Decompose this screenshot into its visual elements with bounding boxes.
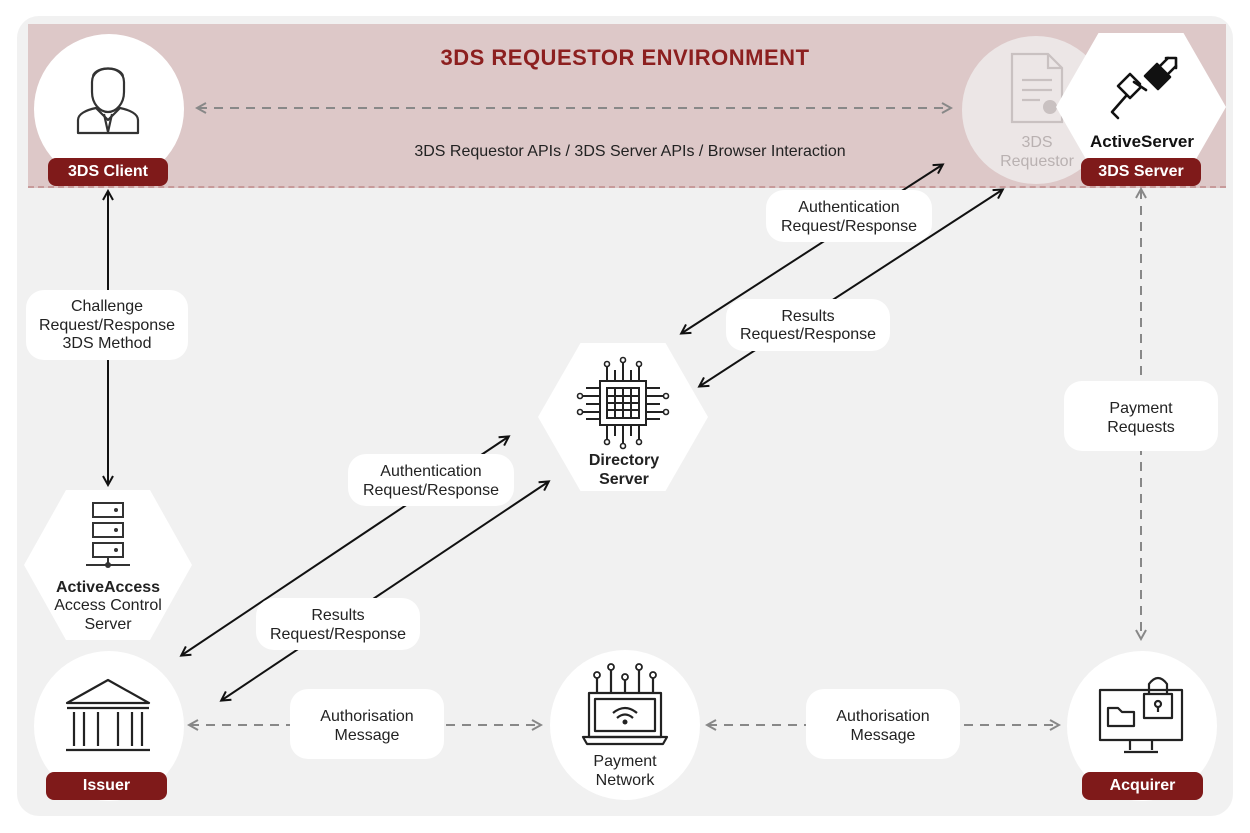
authorisation-left-label-2: Message [334, 727, 400, 744]
authorisation-right-pill [806, 689, 960, 759]
challenge-label-1: Challenge [70, 298, 144, 315]
results-top-pill [726, 299, 890, 351]
requestor-label-1: 3DS [1021, 134, 1053, 151]
results-low-label-2: Request/Response [269, 626, 407, 643]
results-top-label-1: Results [781, 308, 835, 325]
payment-requests-pill [1064, 381, 1218, 451]
acs-label-3: Server [84, 616, 132, 633]
auth-top-pill [766, 190, 932, 242]
auth-top-label-2: Request/Response [780, 218, 918, 235]
results-low-label-1: Results [311, 607, 365, 624]
auth-low-label-2: Request/Response [362, 482, 500, 499]
server-name: ActiveServer [1090, 132, 1194, 151]
auth-low-label-1: Authentication [380, 463, 482, 480]
directory-label-2: Server [599, 471, 649, 488]
acs-label-2: Access Control [54, 597, 162, 614]
band-caption: 3DS Requestor APIs / 3DS Server APIs / B… [414, 143, 846, 160]
payment-requests-label-1: Payment [1109, 400, 1173, 417]
authorisation-left-label-1: Authorisation [320, 708, 414, 725]
issuer-badge: Issuer [46, 772, 167, 800]
environment-title: 3DS REQUESTOR ENVIRONMENT [440, 45, 810, 70]
challenge-pill [26, 290, 188, 360]
network-label-2: Network [595, 772, 655, 789]
auth-low-pill [348, 454, 514, 506]
client-badge: 3DS Client [48, 158, 168, 186]
authorisation-right-label-2: Message [850, 727, 916, 744]
authorisation-left-pill [290, 689, 444, 759]
server-node [1056, 33, 1226, 181]
requestor-label-2: Requestor [1000, 153, 1074, 170]
results-low-pill [256, 598, 420, 650]
acs-label-1: ActiveAccess [55, 579, 161, 596]
acquirer-badge: Acquirer [1082, 772, 1203, 800]
results-top-label-2: Request/Response [739, 326, 877, 343]
directory-label-1: Directory [588, 452, 660, 469]
server-badge: 3DS Server [1081, 158, 1201, 186]
challenge-label-3: 3DS Method [62, 335, 152, 352]
auth-top-label-1: Authentication [798, 199, 900, 216]
payment-requests-label-2: Requests [1107, 419, 1175, 436]
authorisation-right-label-1: Authorisation [836, 708, 930, 725]
network-label-1: Payment [593, 753, 657, 770]
challenge-label-2: Request/Response [38, 317, 176, 334]
